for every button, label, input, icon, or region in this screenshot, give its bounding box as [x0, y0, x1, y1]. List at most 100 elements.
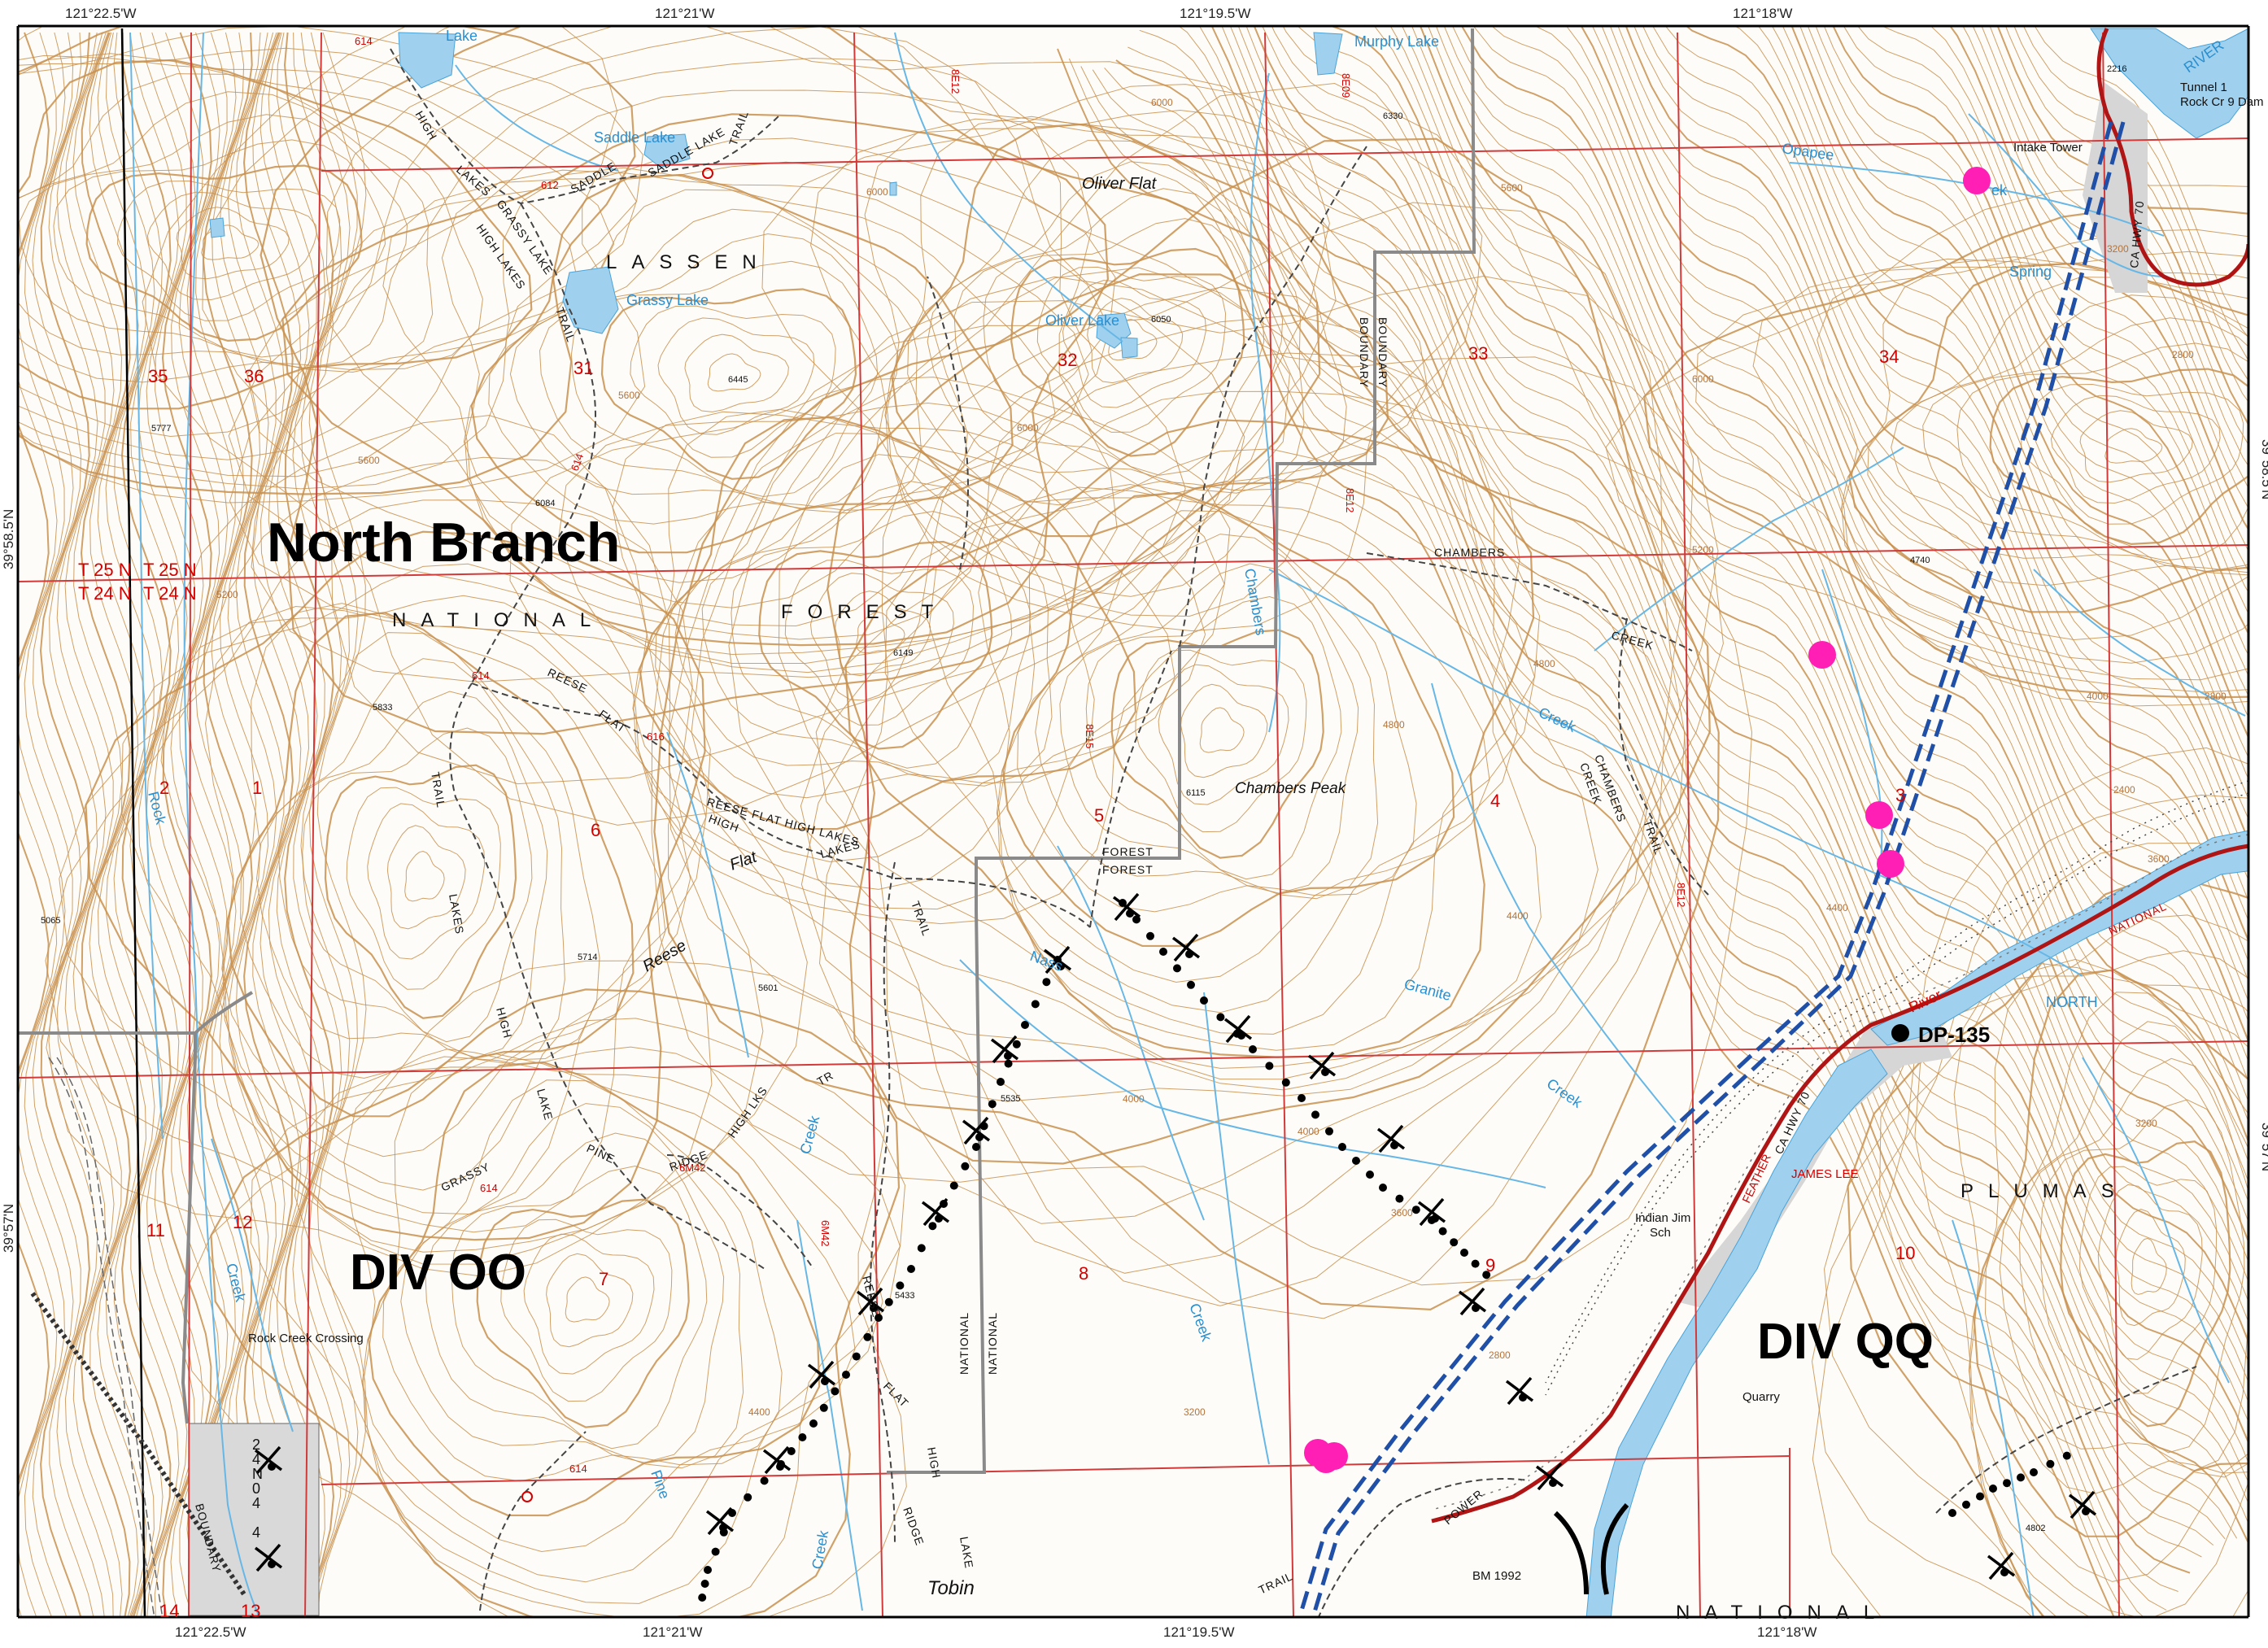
sample-point-marker[interactable]	[1877, 850, 1904, 878]
section-3: 3	[1895, 785, 1905, 805]
sample-point-marker[interactable]	[1808, 641, 1836, 669]
township-t24n: T 24 N	[143, 583, 197, 604]
ridge-dot	[1379, 1184, 1387, 1192]
ridge-dot	[961, 1162, 969, 1171]
coord-left-2: 39°57'N	[1, 1204, 16, 1253]
coord-bottom-4: 121°18'W	[1757, 1624, 1817, 1640]
ridge-dot	[1146, 932, 1154, 940]
spot-elevation: 4802	[2026, 1524, 2045, 1533]
contour-label: 6000	[1692, 373, 1714, 385]
ridge-dot	[761, 1476, 769, 1485]
crossing-dot	[1390, 1141, 1398, 1149]
trail-label: BOUNDARY	[1376, 317, 1389, 388]
lassen-label: LASSEN	[606, 251, 771, 273]
ridge-dot	[744, 1493, 752, 1502]
ridge-dot	[928, 1222, 936, 1230]
spot-elevation: 4740	[1910, 556, 1930, 565]
sample-point-marker[interactable]	[1865, 801, 1893, 829]
road-number-label: 8E15	[1084, 724, 1096, 748]
dp135-marker[interactable]	[1891, 1024, 1909, 1042]
coord-bottom-1: 121°22.5'W	[175, 1624, 246, 1640]
ridge-dot	[863, 1333, 871, 1341]
ridge-dot	[2063, 1452, 2071, 1460]
spot-elevation: 6115	[1186, 788, 1206, 798]
section-12: 12	[233, 1212, 252, 1232]
contour-label: 3200	[2135, 1118, 2157, 1129]
crossing-dot	[1126, 909, 1134, 918]
ridge-dot	[1265, 1062, 1273, 1070]
ridge-dot	[885, 1298, 893, 1306]
svg-text:0: 0	[252, 1480, 260, 1497]
coord-top-3: 121°19.5'W	[1180, 6, 1251, 21]
trail-label: NATIONAL	[986, 1312, 999, 1375]
road-number-label: 8E09	[1340, 73, 1352, 98]
road-number-label: 616	[647, 730, 665, 743]
section-9: 9	[1485, 1255, 1495, 1275]
spot-elevation: 5601	[758, 983, 778, 993]
section-33: 33	[1468, 343, 1488, 364]
crossing-dot	[975, 1133, 984, 1141]
sample-point-marker[interactable]	[1963, 167, 1991, 194]
quarry-label: Quarry	[1742, 1390, 1780, 1404]
ridge-dot	[1338, 1143, 1346, 1151]
road-number-label: 614	[472, 669, 490, 682]
saddle-lake-label: Saddle Lake	[594, 129, 675, 146]
dp135-label[interactable]: DP-135	[1918, 1022, 1990, 1047]
ridge-dot	[1021, 1021, 1029, 1029]
ridge-dot	[1472, 1260, 1480, 1268]
contour-label: 3600	[1391, 1207, 1413, 1219]
contour-label: 4000	[1123, 1093, 1145, 1105]
crossing-dot	[719, 1524, 727, 1532]
lake-top-label: Lake	[446, 28, 478, 44]
contour-label: 2800	[2172, 349, 2194, 360]
ridge-dot	[1249, 1045, 1257, 1053]
ridge-dot	[918, 1244, 926, 1252]
crossing-dot	[1472, 1304, 1480, 1312]
contour-label: 4800	[1383, 719, 1405, 730]
spot-elevation: 6330	[1383, 111, 1402, 121]
spot-elevation: 5777	[151, 424, 171, 434]
coord-top-4: 121°18'W	[1733, 6, 1792, 21]
ridge-dot	[1412, 1205, 1420, 1214]
bottom-margin	[0, 1617, 2268, 1644]
spot-elevation: 6149	[893, 648, 913, 658]
national-label: NATIONAL	[392, 609, 605, 631]
crossing-dot	[776, 1463, 784, 1471]
section-8: 8	[1079, 1263, 1088, 1284]
section-36: 36	[244, 366, 264, 386]
murphy-lake-label: Murphy Lake	[1354, 33, 1439, 50]
left-margin	[0, 0, 18, 1644]
school-label: Sch	[1650, 1226, 1671, 1240]
coord-bottom-2: 121°21'W	[643, 1624, 702, 1640]
ridge-dot	[1989, 1485, 1997, 1493]
ridge-dot	[988, 1100, 997, 1108]
contour-label: 4400	[1507, 910, 1529, 922]
contour-label: 4400	[748, 1406, 770, 1418]
ridge-dot	[1013, 1040, 1021, 1049]
north-branch-label: North Branch	[267, 512, 620, 573]
trail-label: FOREST	[1102, 863, 1154, 876]
sample-point-marker[interactable]	[1312, 1445, 1340, 1473]
section-1: 1	[252, 778, 262, 798]
ridge-dot	[2030, 1468, 2038, 1476]
section-13: 13	[241, 1601, 260, 1621]
spot-elevation: 5833	[373, 703, 392, 713]
contour-label: 4400	[1826, 902, 1848, 913]
crossing-dot	[2000, 1568, 2008, 1576]
crossing-dot	[1321, 1068, 1329, 1076]
township-t24n: T 24 N	[78, 583, 132, 604]
svg-text:4: 4	[252, 1524, 260, 1541]
chambers-peak-label: Chambers Peak	[1235, 780, 1347, 797]
indian-jim-label: Indian Jim	[1635, 1211, 1690, 1225]
trail-label: BOUNDARY	[1358, 317, 1371, 388]
contour-label: 5200	[1692, 544, 1714, 556]
div-qq-label: DIV QQ	[1757, 1314, 1934, 1370]
road-number-label: 8E12	[949, 69, 962, 94]
section-10: 10	[1895, 1243, 1915, 1263]
ridge-dot	[972, 1143, 980, 1151]
oliver-lake-label: Oliver Lake	[1045, 312, 1119, 329]
road-number-label: 612	[541, 179, 559, 191]
oliver-flat-label: Oliver Flat	[1082, 175, 1158, 193]
ridge-dot	[1173, 964, 1181, 972]
